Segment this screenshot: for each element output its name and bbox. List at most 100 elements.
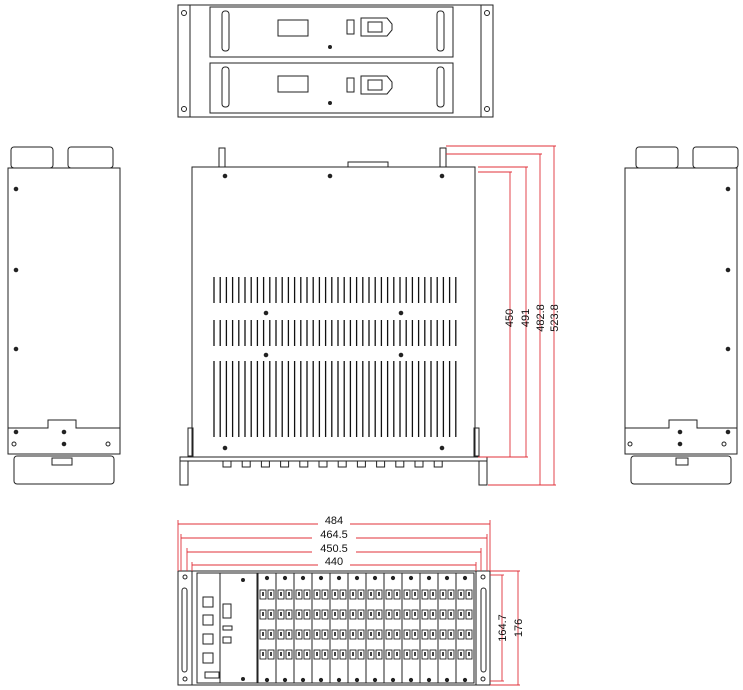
rj45-port [331,649,339,660]
rj45-port-core [334,592,336,596]
screw [241,677,245,681]
rj45-port-core [432,592,434,596]
rj45-port [447,589,455,600]
plan-view-rear-connector [347,161,389,168]
rear-view-right-ear [475,570,491,686]
dim-label-484: 484 [325,515,343,527]
rear-view-left-ear [177,570,193,686]
rj45-port-core [306,612,308,616]
rj45-port [331,629,339,640]
rj45-port [429,589,437,600]
rj45-port [285,609,293,620]
rj45-port [465,649,473,660]
rj45-port [429,649,437,660]
screw [282,575,288,581]
rj45-port-core [342,592,344,596]
rj45-port [385,629,393,640]
rj45-port-core [334,632,336,636]
rj45-port [339,629,347,640]
dim-label-523-8: 523.8 [549,304,561,332]
rj45-port-core [406,612,408,616]
top-view-chassis [177,4,494,118]
mgmt-console [222,636,232,644]
rj45-port [285,629,293,640]
top-view-left-ear [177,4,191,118]
rj45-port-core [414,612,416,616]
mount-hole [182,676,188,682]
rj45-port [259,589,267,600]
rj45-port-core [360,632,362,636]
line-card [329,572,349,684]
rj45-port [321,609,329,620]
screw [439,445,445,451]
screw [677,441,683,447]
screw [426,575,432,581]
rj45-port-core [442,632,444,636]
rj45-port [457,609,465,620]
ventilation-slots [213,277,457,437]
rj45-port-core [388,652,390,656]
line-card [311,572,331,684]
rj45-port [295,629,303,640]
rj45-port [465,589,473,600]
rj45-port-core [360,612,362,616]
psu-1-right-handle [436,10,445,52]
screw [439,173,445,179]
dim-label-bg [318,556,350,568]
screw [372,575,378,581]
rj45-port [357,609,365,620]
screw [328,101,332,105]
rj45-port-core [414,592,416,596]
rj45-port-core [396,652,398,656]
rj45-port-core [342,612,344,616]
right-side-foot-handle [630,455,732,485]
rj45-port-core [270,612,272,616]
screw [336,575,342,581]
rj45-port [277,649,285,660]
rj45-port-core [432,612,434,616]
rj45-port [295,589,303,600]
rj45-port [295,609,303,620]
rj45-port-core [306,652,308,656]
rj45-port [277,629,285,640]
screw [444,677,450,683]
rj45-port [421,649,429,660]
rj45-port-core [370,612,372,616]
rj45-port [259,629,267,640]
rj45-port [303,589,311,600]
rj45-port [313,609,321,620]
rj45-port-core [334,652,336,656]
rj45-port-core [370,652,372,656]
rj45-port-core [316,632,318,636]
rj45-port-core [424,632,426,636]
rj45-port-core [262,592,264,596]
screw [462,677,468,683]
rj45-port [321,629,329,640]
mgmt-usb [222,625,233,631]
dim-label-bg [318,515,350,527]
rear-view [177,570,491,686]
screw [318,677,324,683]
screw [300,575,306,581]
screw [264,677,270,683]
rj45-port-core [414,632,416,636]
rj45-port [303,609,311,620]
management-module [196,572,258,684]
psu-module-2 [209,62,454,114]
screw [444,575,450,581]
screw [263,352,269,358]
rj45-port-core [460,592,462,596]
rj45-port [411,589,419,600]
screw [13,346,19,352]
rj45-port-core [406,632,408,636]
rj45-port [367,609,375,620]
line-card [437,572,457,684]
rj45-port-core [450,592,452,596]
plan-view-chassis [191,166,476,458]
rj45-port [313,629,321,640]
screw [462,575,468,581]
rj45-port-core [360,652,362,656]
screw [677,429,683,435]
rj45-port [447,649,455,660]
front-connector [356,460,366,468]
